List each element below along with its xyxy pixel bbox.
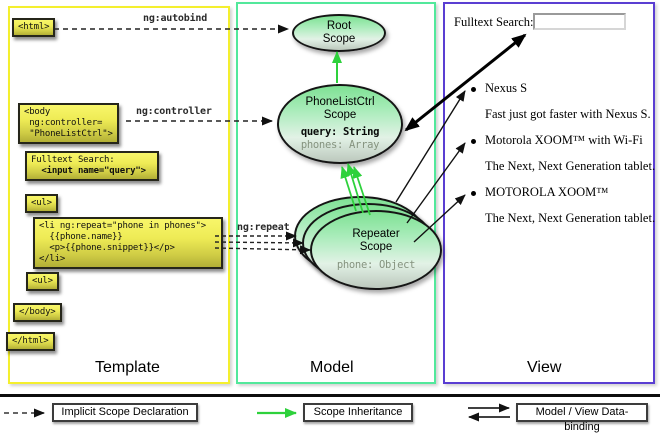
bullet-icon xyxy=(471,139,476,144)
legend-separator-line xyxy=(0,394,660,397)
repeater-scope-title-line2: Scope xyxy=(359,241,393,253)
phone-property: phone: Object xyxy=(336,259,416,271)
phonelist-scope-title-line2: Scope xyxy=(323,109,357,121)
html-close-tag-box: </html> xyxy=(6,332,55,351)
legend-databinding-box: Model / View Data-binding xyxy=(516,403,648,433)
phone-description: The Next, Next Generation tablet. xyxy=(485,211,656,225)
legend-scope-inheritance-box: Scope Inheritance xyxy=(303,403,413,422)
ul-open-tag-box: <ul> xyxy=(25,194,58,213)
phone-name: Nexus S xyxy=(485,81,528,95)
li-repeat-code-box: <li ng:repeat="phone in phones"> {{phone… xyxy=(33,217,223,269)
query-property: query: String xyxy=(300,126,380,138)
model-column-label: Model xyxy=(310,359,354,376)
phones-property: phones: Array xyxy=(300,139,380,151)
phone-name: MOTOROLA XOOM™ xyxy=(485,185,609,199)
fulltext-code-line2: <input name="query"> xyxy=(31,166,146,176)
model-column xyxy=(236,2,436,384)
view-column-label: View xyxy=(527,359,562,376)
root-scope-title-line2: Scope xyxy=(322,33,356,45)
bullet-icon xyxy=(471,191,476,196)
fulltext-code-line1: Fulltext Search: xyxy=(31,155,115,165)
root-scope-ellipse: Root Scope xyxy=(292,14,386,52)
phonelistctrl-scope-ellipse: PhoneListCtrl Scope query: String phones… xyxy=(277,84,403,164)
legend-implicit-scope-box: Implicit Scope Declaration xyxy=(52,403,198,422)
root-scope-title-line1: Root xyxy=(326,20,352,32)
legend-double-arrow-icon xyxy=(468,403,510,422)
ng-repeat-label: ng:repeat xyxy=(237,222,290,233)
fulltext-search-code-box: Fulltext Search: <input name="query"> xyxy=(25,151,159,181)
ng-autobind-label: ng:autobind xyxy=(143,13,208,24)
fulltext-search-input[interactable] xyxy=(533,13,626,30)
phone-name: Motorola XOOM™ with Wi-Fi xyxy=(485,133,643,147)
template-column-label: Template xyxy=(95,359,160,376)
fulltext-search-label: Fulltext Search: xyxy=(454,15,534,29)
body-close-tag-box: </body> xyxy=(13,303,62,322)
phone-description: Fast just got faster with Nexus S. xyxy=(485,107,651,121)
phone-description: The Next, Next Generation tablet. xyxy=(485,159,656,173)
repeater-scope-title-line1: Repeater xyxy=(352,228,400,240)
body-open-tag-box: <body ng:controller= "PhoneListCtrl"> xyxy=(18,103,119,144)
ul-close-tag-box: <ul> xyxy=(26,272,59,291)
bullet-icon xyxy=(471,87,476,92)
ng-controller-label: ng:controller xyxy=(136,106,212,117)
html-open-tag-box: <html> xyxy=(12,18,56,37)
phonelist-scope-title-line1: PhoneListCtrl xyxy=(305,96,375,108)
repeater-scope-ellipse-front: Repeater Scope phone: Object xyxy=(310,210,442,290)
